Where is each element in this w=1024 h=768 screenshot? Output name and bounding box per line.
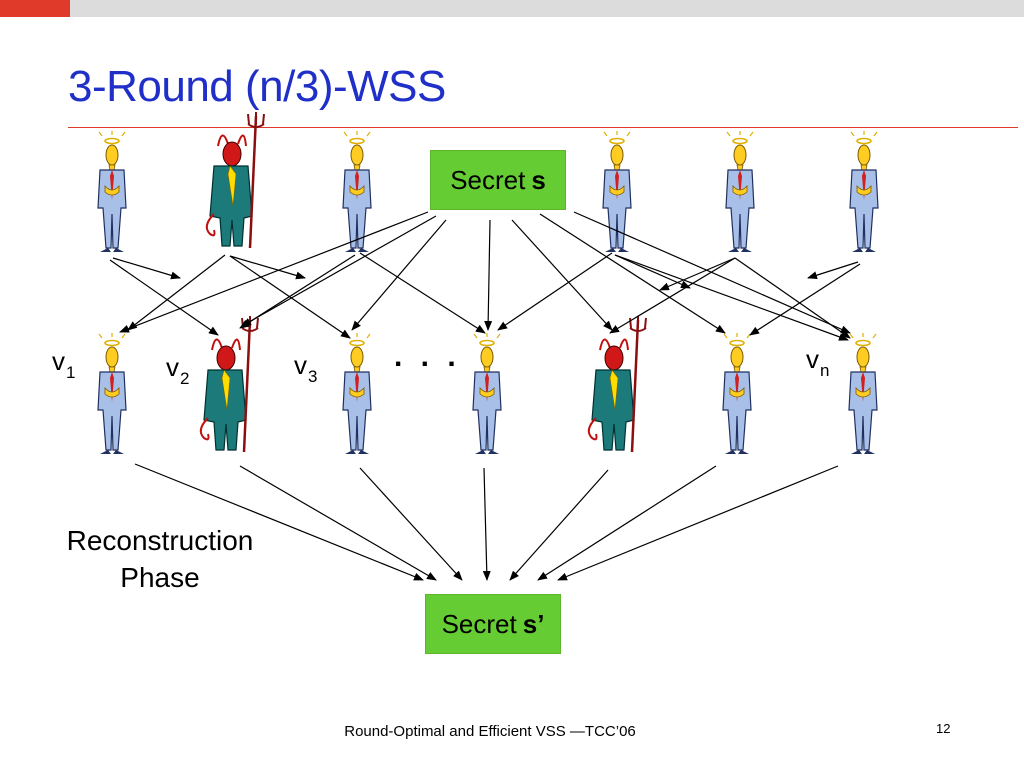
- vertex-label-v3: v3: [294, 350, 318, 386]
- secret-label: Secret: [450, 164, 526, 195]
- exchange-arrows: [109, 252, 861, 341]
- party-angel-icon: [849, 130, 879, 253]
- top-accent-bar: [0, 0, 70, 17]
- party-angel-icon: [602, 130, 632, 253]
- verifier-devil-icon: [199, 314, 260, 454]
- slide-footer: Round-Optimal and Efficient VSS —TCC’06: [344, 723, 636, 740]
- slide-title: 3-Round (n/3)-WSS: [68, 62, 446, 111]
- dealer-arrows: [119, 211, 851, 334]
- party-angel-icon: [342, 130, 372, 253]
- reconstruction-arrows: [134, 463, 839, 581]
- reconstruction-text: Reconstruction: [66, 525, 254, 556]
- ellipsis: . . .: [394, 340, 461, 373]
- party-angel-icon: [97, 130, 127, 253]
- page-number: 12: [936, 721, 951, 736]
- title-divider: [68, 127, 1018, 128]
- secret-output-variable: s’: [522, 608, 545, 639]
- party-angel-icon: [725, 130, 755, 253]
- verifier-angel-icon: [472, 332, 502, 455]
- secret-output-box: Secret s’: [425, 594, 561, 654]
- verifier-angel-icon: [97, 332, 127, 455]
- secret-output-label: Secret: [441, 608, 517, 639]
- verifier-angel-icon: [722, 332, 752, 455]
- vertex-label-vn: vn: [806, 344, 830, 380]
- top-grey-bar: [70, 0, 1024, 17]
- secret-variable: s: [531, 164, 546, 195]
- party-devil-icon: [205, 110, 266, 250]
- vertex-label-v2: v2: [166, 352, 190, 388]
- reconstruction-phase-label: Reconstruction Phase: [60, 522, 260, 596]
- secret-box: Secret s: [430, 150, 566, 210]
- verifier-devil-icon: [587, 314, 648, 454]
- vertex-label-v1: v1: [52, 346, 76, 382]
- verifier-angel-icon: [848, 332, 878, 455]
- phase-text: Phase: [120, 562, 200, 593]
- middle-row: [97, 314, 878, 455]
- verifier-angel-icon: [342, 332, 372, 455]
